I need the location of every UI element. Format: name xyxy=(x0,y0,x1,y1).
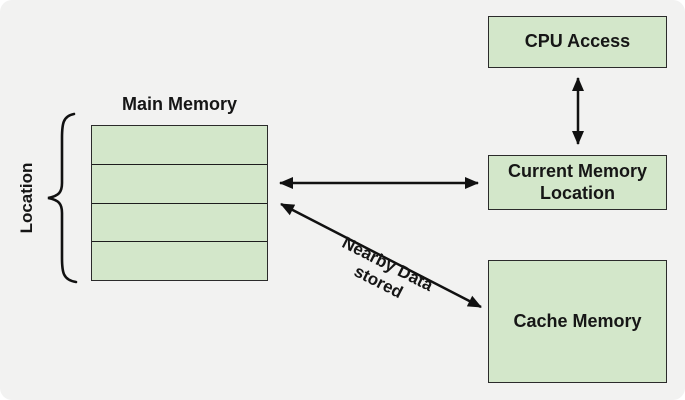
cache-memory-box: Cache Memory xyxy=(488,260,667,383)
cpu-access-label: CPU Access xyxy=(524,31,631,52)
memory-row xyxy=(92,241,267,280)
current-memory-location-box: Current Memory Location xyxy=(488,155,667,210)
nearby-data-stored-label: Nearby Data stored xyxy=(330,233,436,313)
memory-row xyxy=(92,163,267,203)
cache-memory-label: Cache Memory xyxy=(513,310,642,331)
location-brace-icon xyxy=(47,112,78,284)
memory-row xyxy=(92,126,267,164)
memory-row xyxy=(92,202,267,242)
current-memory-location-label: Current Memory Location xyxy=(507,160,648,203)
main-memory-table xyxy=(91,125,268,281)
location-label: Location xyxy=(17,162,36,234)
main-memory-title: Main Memory xyxy=(121,94,238,114)
cpu-access-box: CPU Access xyxy=(488,16,667,68)
